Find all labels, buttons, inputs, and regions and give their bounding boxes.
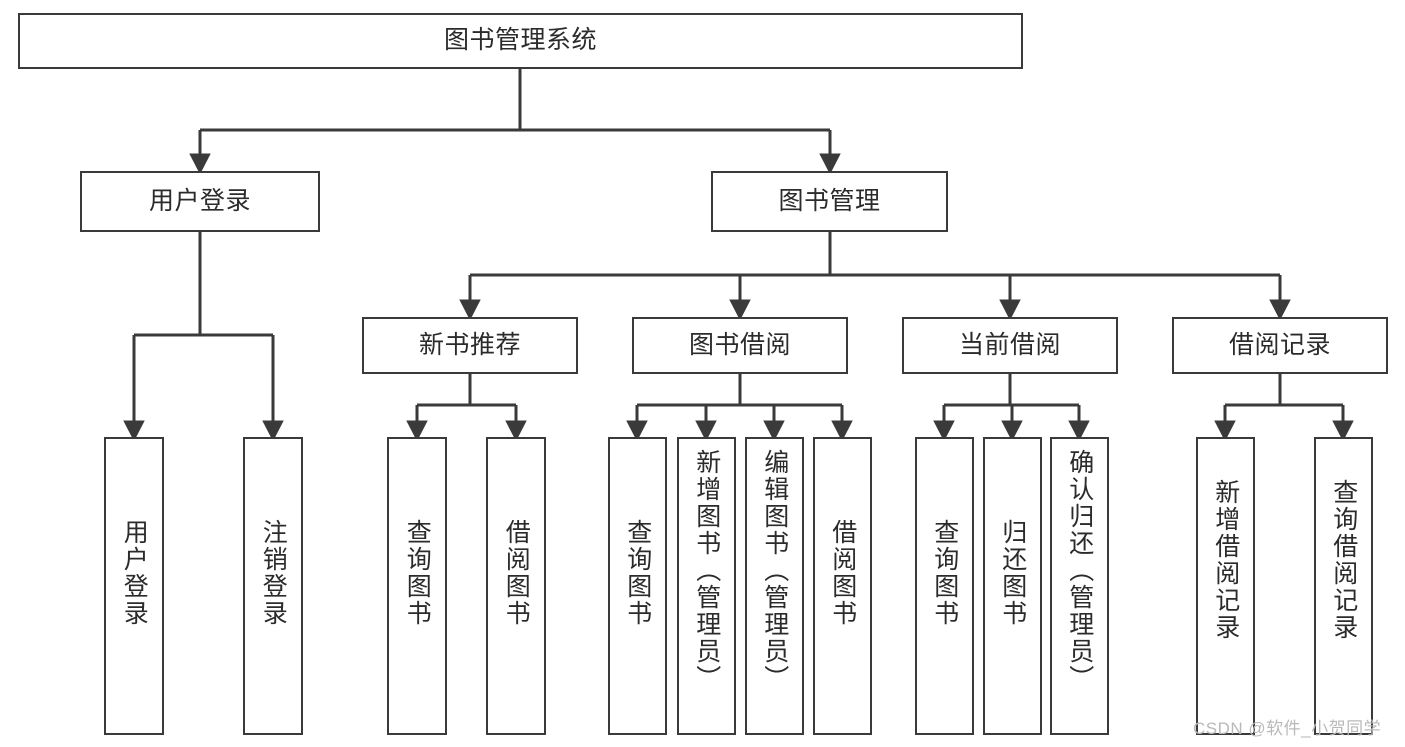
- leaf-user-login-label: 用户登录: [120, 519, 149, 627]
- node-root[interactable]: 图书管理系统: [18, 13, 1023, 69]
- edge-new-book-rec-to-leaves: [406, 374, 527, 442]
- node-book-borrow-label: 图书借阅: [688, 330, 791, 359]
- node-new-book-recommend[interactable]: 新书推荐: [362, 317, 578, 374]
- node-book-manage-label: 图书管理: [778, 186, 881, 215]
- leaf-edit-book-admin-label: 编辑图书（管理员）: [760, 449, 789, 692]
- node-current-borrow-label: 当前借阅: [958, 330, 1061, 359]
- leaf-borrow-book-recommend[interactable]: 借阅图书: [486, 437, 546, 735]
- leaf-add-book-admin-label: 新增图书（管理员）: [692, 449, 721, 692]
- leaf-borrow-book-recommend-label: 借阅图书: [502, 519, 531, 627]
- node-borrow-record[interactable]: 借阅记录: [1172, 317, 1388, 374]
- leaf-query-book-recommend[interactable]: 查询图书: [387, 437, 447, 735]
- leaf-borrow-book-label: 借阅图书: [828, 519, 857, 627]
- edge-user-login-to-leaves: [123, 232, 284, 442]
- node-user-login-label: 用户登录: [148, 186, 251, 215]
- leaf-return-book[interactable]: 归还图书: [983, 437, 1042, 735]
- leaf-return-book-label: 归还图书: [998, 519, 1027, 627]
- edge-root-to-level2: [189, 69, 841, 175]
- leaf-query-book-borrow[interactable]: 查询图书: [608, 437, 667, 735]
- node-new-book-recommend-label: 新书推荐: [418, 330, 521, 359]
- leaf-borrow-book[interactable]: 借阅图书: [813, 437, 872, 735]
- leaf-query-book-current-label: 查询图书: [930, 519, 959, 627]
- leaf-add-borrow-record[interactable]: 新增借阅记录: [1196, 437, 1255, 735]
- leaf-query-borrow-record[interactable]: 查询借阅记录: [1314, 437, 1373, 735]
- leaf-logout[interactable]: 注销登录: [243, 437, 303, 735]
- leaf-edit-book-admin[interactable]: 编辑图书（管理员）: [745, 437, 804, 735]
- leaf-logout-label: 注销登录: [259, 519, 288, 627]
- leaf-confirm-return-admin[interactable]: 确认归还（管理员）: [1050, 437, 1109, 735]
- edge-book-manage-to-level3: [459, 232, 1291, 321]
- leaf-user-login[interactable]: 用户登录: [104, 437, 164, 735]
- leaf-add-borrow-record-label: 新增借阅记录: [1211, 479, 1240, 641]
- leaf-query-borrow-record-label: 查询借阅记录: [1329, 479, 1358, 641]
- leaf-query-book-recommend-label: 查询图书: [403, 519, 432, 627]
- edge-current-borrow-to-leaves: [933, 374, 1090, 442]
- leaf-confirm-return-admin-label: 确认归还（管理员）: [1065, 449, 1094, 692]
- edge-book-borrow-to-leaves: [626, 374, 853, 442]
- node-user-login[interactable]: 用户登录: [80, 171, 320, 232]
- leaf-query-book-borrow-label: 查询图书: [623, 519, 652, 627]
- node-book-manage[interactable]: 图书管理: [711, 171, 948, 232]
- node-borrow-record-label: 借阅记录: [1228, 330, 1331, 359]
- edge-borrow-record-to-leaves: [1214, 374, 1354, 442]
- leaf-add-book-admin[interactable]: 新增图书（管理员）: [677, 437, 736, 735]
- node-root-label: 图书管理系统: [443, 26, 597, 55]
- csdn-watermark: CSDN @软件_小贺同学: [1193, 719, 1382, 738]
- leaf-query-book-current[interactable]: 查询图书: [915, 437, 974, 735]
- node-book-borrow[interactable]: 图书借阅: [632, 317, 848, 374]
- node-current-borrow[interactable]: 当前借阅: [902, 317, 1118, 374]
